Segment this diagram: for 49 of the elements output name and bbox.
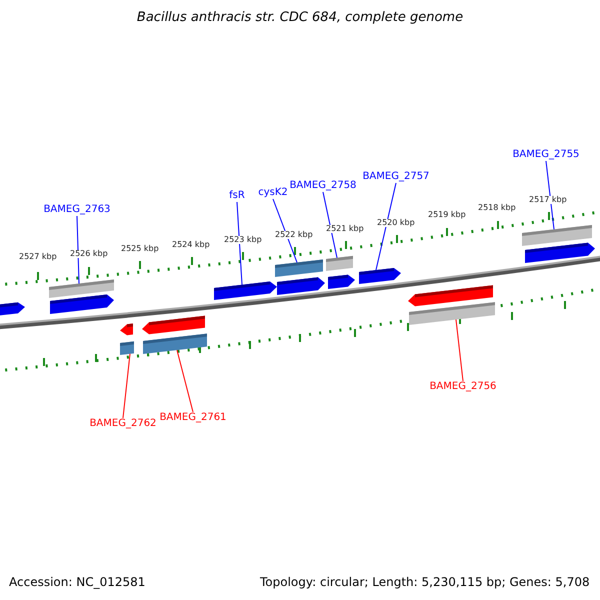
gene-block — [277, 277, 325, 295]
gene-block — [525, 242, 595, 263]
footer-text: Accession: NC_012581 — [9, 576, 146, 588]
leader-line — [456, 319, 464, 382]
scale-label: 2525 kbp — [121, 245, 159, 253]
scale-label: 2524 kbp — [172, 241, 210, 249]
gene-label: BAMEG_2763 — [44, 205, 110, 215]
gene-bar — [49, 280, 114, 298]
gene-block — [0, 302, 25, 316]
gene-label: fsR — [229, 191, 245, 201]
leader-line — [236, 202, 242, 286]
scale-label: 2522 kbp — [275, 231, 313, 239]
leader-line — [122, 353, 130, 418]
gene-bar — [326, 256, 353, 271]
diagram-title: Bacillus anthracis str. CDC 684, complete genome — [136, 11, 464, 24]
leader-line — [272, 198, 298, 263]
gene-label: BAMEG_2756 — [430, 382, 496, 392]
scale-label: 2517 kbp — [529, 196, 567, 204]
scale-label: 2518 kbp — [478, 204, 516, 212]
scale-label: 2523 kbp — [224, 236, 262, 244]
gene-bar — [120, 341, 134, 355]
scale-label: 2521 kbp — [326, 225, 364, 233]
gene-block — [120, 324, 133, 336]
gene-block — [142, 316, 205, 334]
gene-label: cysK2 — [258, 188, 288, 198]
gene-label: BAMEG_2758 — [290, 181, 356, 191]
leader-line — [546, 160, 554, 230]
gene-block — [359, 268, 401, 284]
leader-line — [376, 182, 396, 271]
gene-label: BAMEG_2761 — [160, 413, 226, 423]
gene-block — [214, 282, 277, 300]
scale-label: 2519 kbp — [428, 211, 466, 219]
gene-bar — [522, 224, 592, 246]
gene-label: BAMEG_2755 — [512, 150, 580, 160]
gene-block — [328, 274, 355, 289]
scale-label: 2527 kbp — [19, 253, 57, 261]
gene-block — [50, 294, 114, 314]
footer-text: Topology: circular; Length: 5,230,115 bp; Genes: 5,708 — [260, 576, 590, 588]
scale-label: 2520 kbp — [377, 219, 415, 227]
gene-bar — [143, 334, 207, 354]
leader-line — [176, 350, 194, 412]
gene-label: BAMEG_2762 — [90, 419, 156, 429]
gene-bar — [409, 302, 495, 325]
leader-line — [76, 216, 80, 284]
leader-line — [322, 192, 338, 258]
gene-block — [408, 285, 493, 306]
gene-label: BAMEG_2757 — [362, 172, 430, 182]
gene-bar — [275, 259, 323, 277]
scale-label: 2526 kbp — [70, 250, 108, 258]
